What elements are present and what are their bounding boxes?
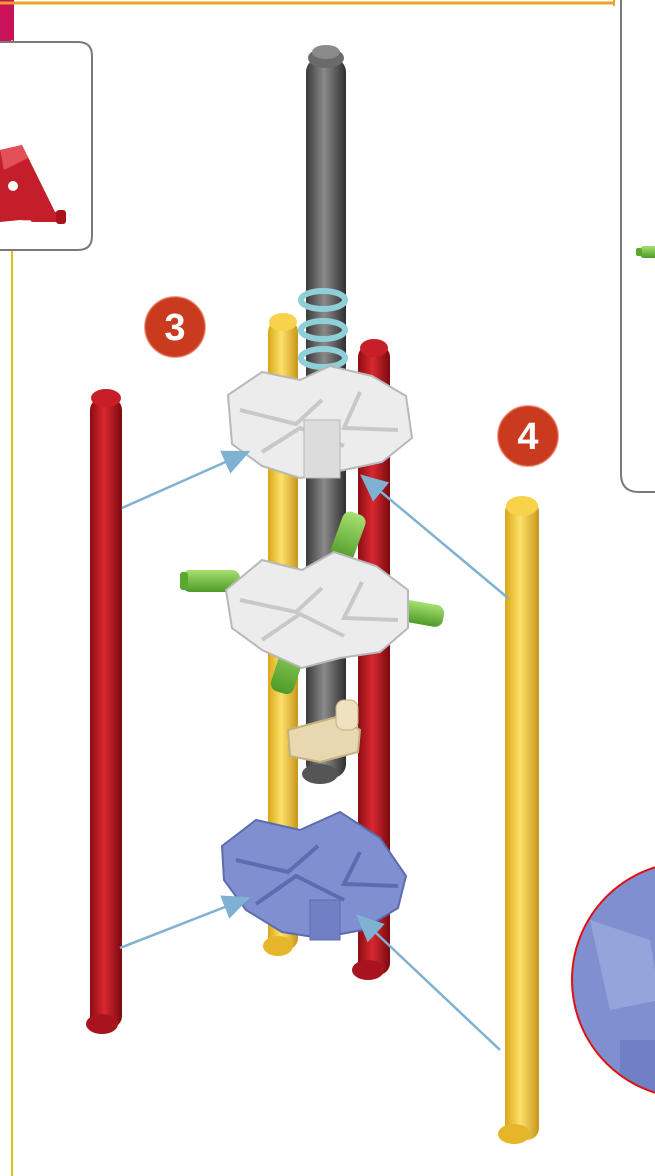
- zoom-detail-circle: [560, 860, 655, 1100]
- green-connector-icon: [636, 246, 655, 258]
- step-badge-4: 4: [498, 406, 558, 466]
- step-badge-3: 3: [145, 297, 205, 357]
- white-connector-upper: [228, 366, 412, 478]
- red-rod-left: [86, 389, 122, 1034]
- white-connector-middle: [226, 552, 408, 668]
- step-badge-4-label: 4: [517, 416, 538, 458]
- inset-panel-right: [621, 0, 655, 492]
- inset-panel-left: [0, 42, 92, 250]
- step-badge-3-label: 3: [164, 307, 185, 349]
